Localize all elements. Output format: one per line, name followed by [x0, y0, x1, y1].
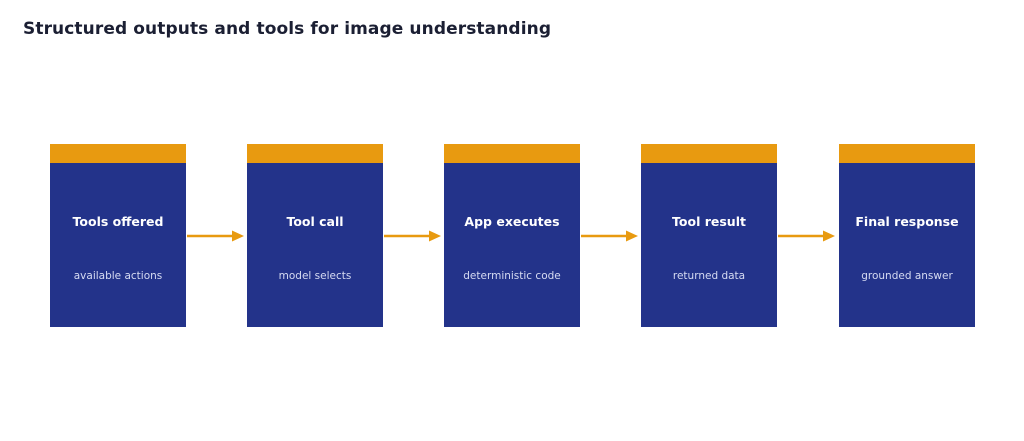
arrow-right-icon	[187, 229, 245, 243]
arrow-right-icon	[384, 229, 442, 243]
step-accent-bar	[444, 144, 580, 163]
arrow-right-icon	[778, 229, 836, 243]
step-subtitle: grounded answer	[861, 270, 953, 282]
step-final-response: Final response grounded answer	[839, 144, 975, 327]
step-accent-bar	[247, 144, 383, 163]
step-subtitle: returned data	[672, 270, 746, 282]
step-subtitle: deterministic code	[463, 270, 561, 282]
step-accent-bar	[641, 144, 777, 163]
step-subtitle: model selects	[278, 270, 352, 282]
step-tools-offered: Tools offered available actions	[50, 144, 186, 327]
step-app-executes: App executes deterministic code	[444, 144, 580, 327]
step-accent-bar	[50, 144, 186, 163]
arrow-right-icon	[581, 229, 639, 243]
step-accent-bar	[839, 144, 975, 163]
step-tool-call: Tool call model selects	[247, 144, 383, 327]
step-title: App executes	[464, 214, 560, 229]
step-title: Tools offered	[72, 214, 164, 229]
step-title: Tool call	[286, 214, 344, 229]
step-title: Tool result	[672, 214, 746, 229]
step-title: Final response	[855, 214, 959, 229]
page-title: Structured outputs and tools for image u…	[23, 19, 552, 39]
step-tool-result: Tool result returned data	[641, 144, 777, 327]
step-subtitle: available actions	[73, 270, 163, 282]
